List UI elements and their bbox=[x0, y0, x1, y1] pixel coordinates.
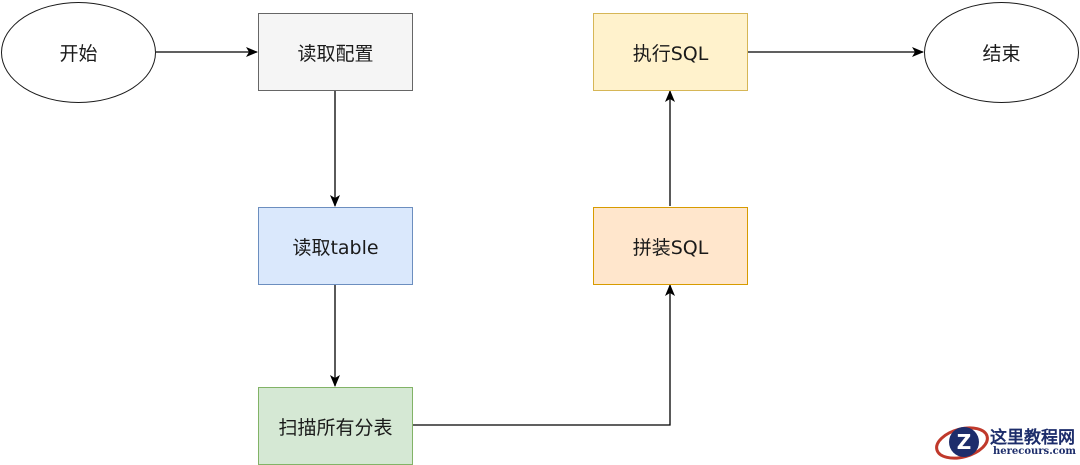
watermark-logo-icon: Z bbox=[935, 426, 989, 460]
read-config-label: 读取配置 bbox=[297, 42, 374, 65]
exec-sql-node: 执行SQL bbox=[593, 13, 748, 91]
read-config-node: 读取配置 bbox=[258, 13, 413, 91]
exec-sql-label: 执行SQL bbox=[632, 42, 709, 65]
watermark-logo-letter: Z bbox=[957, 430, 972, 454]
scan-shards-node: 扫描所有分表 bbox=[258, 387, 413, 465]
read-table-node: 读取table bbox=[258, 207, 413, 285]
arrow-scan-to-build-sql bbox=[412, 284, 675, 426]
end-label: 结束 bbox=[982, 43, 1021, 65]
watermark-url: herecours.com bbox=[993, 446, 1077, 457]
watermark-title: 这里教程网 bbox=[990, 428, 1075, 448]
read-table-label: 读取table bbox=[292, 236, 379, 259]
start-node: 开始 bbox=[1, 2, 156, 103]
build-sql-node: 拼装SQL bbox=[593, 207, 748, 285]
start-label: 开始 bbox=[59, 43, 98, 65]
scan-shards-label: 扫描所有分表 bbox=[278, 416, 393, 439]
end-node: 结束 bbox=[924, 2, 1079, 103]
build-sql-label: 拼装SQL bbox=[632, 236, 709, 259]
